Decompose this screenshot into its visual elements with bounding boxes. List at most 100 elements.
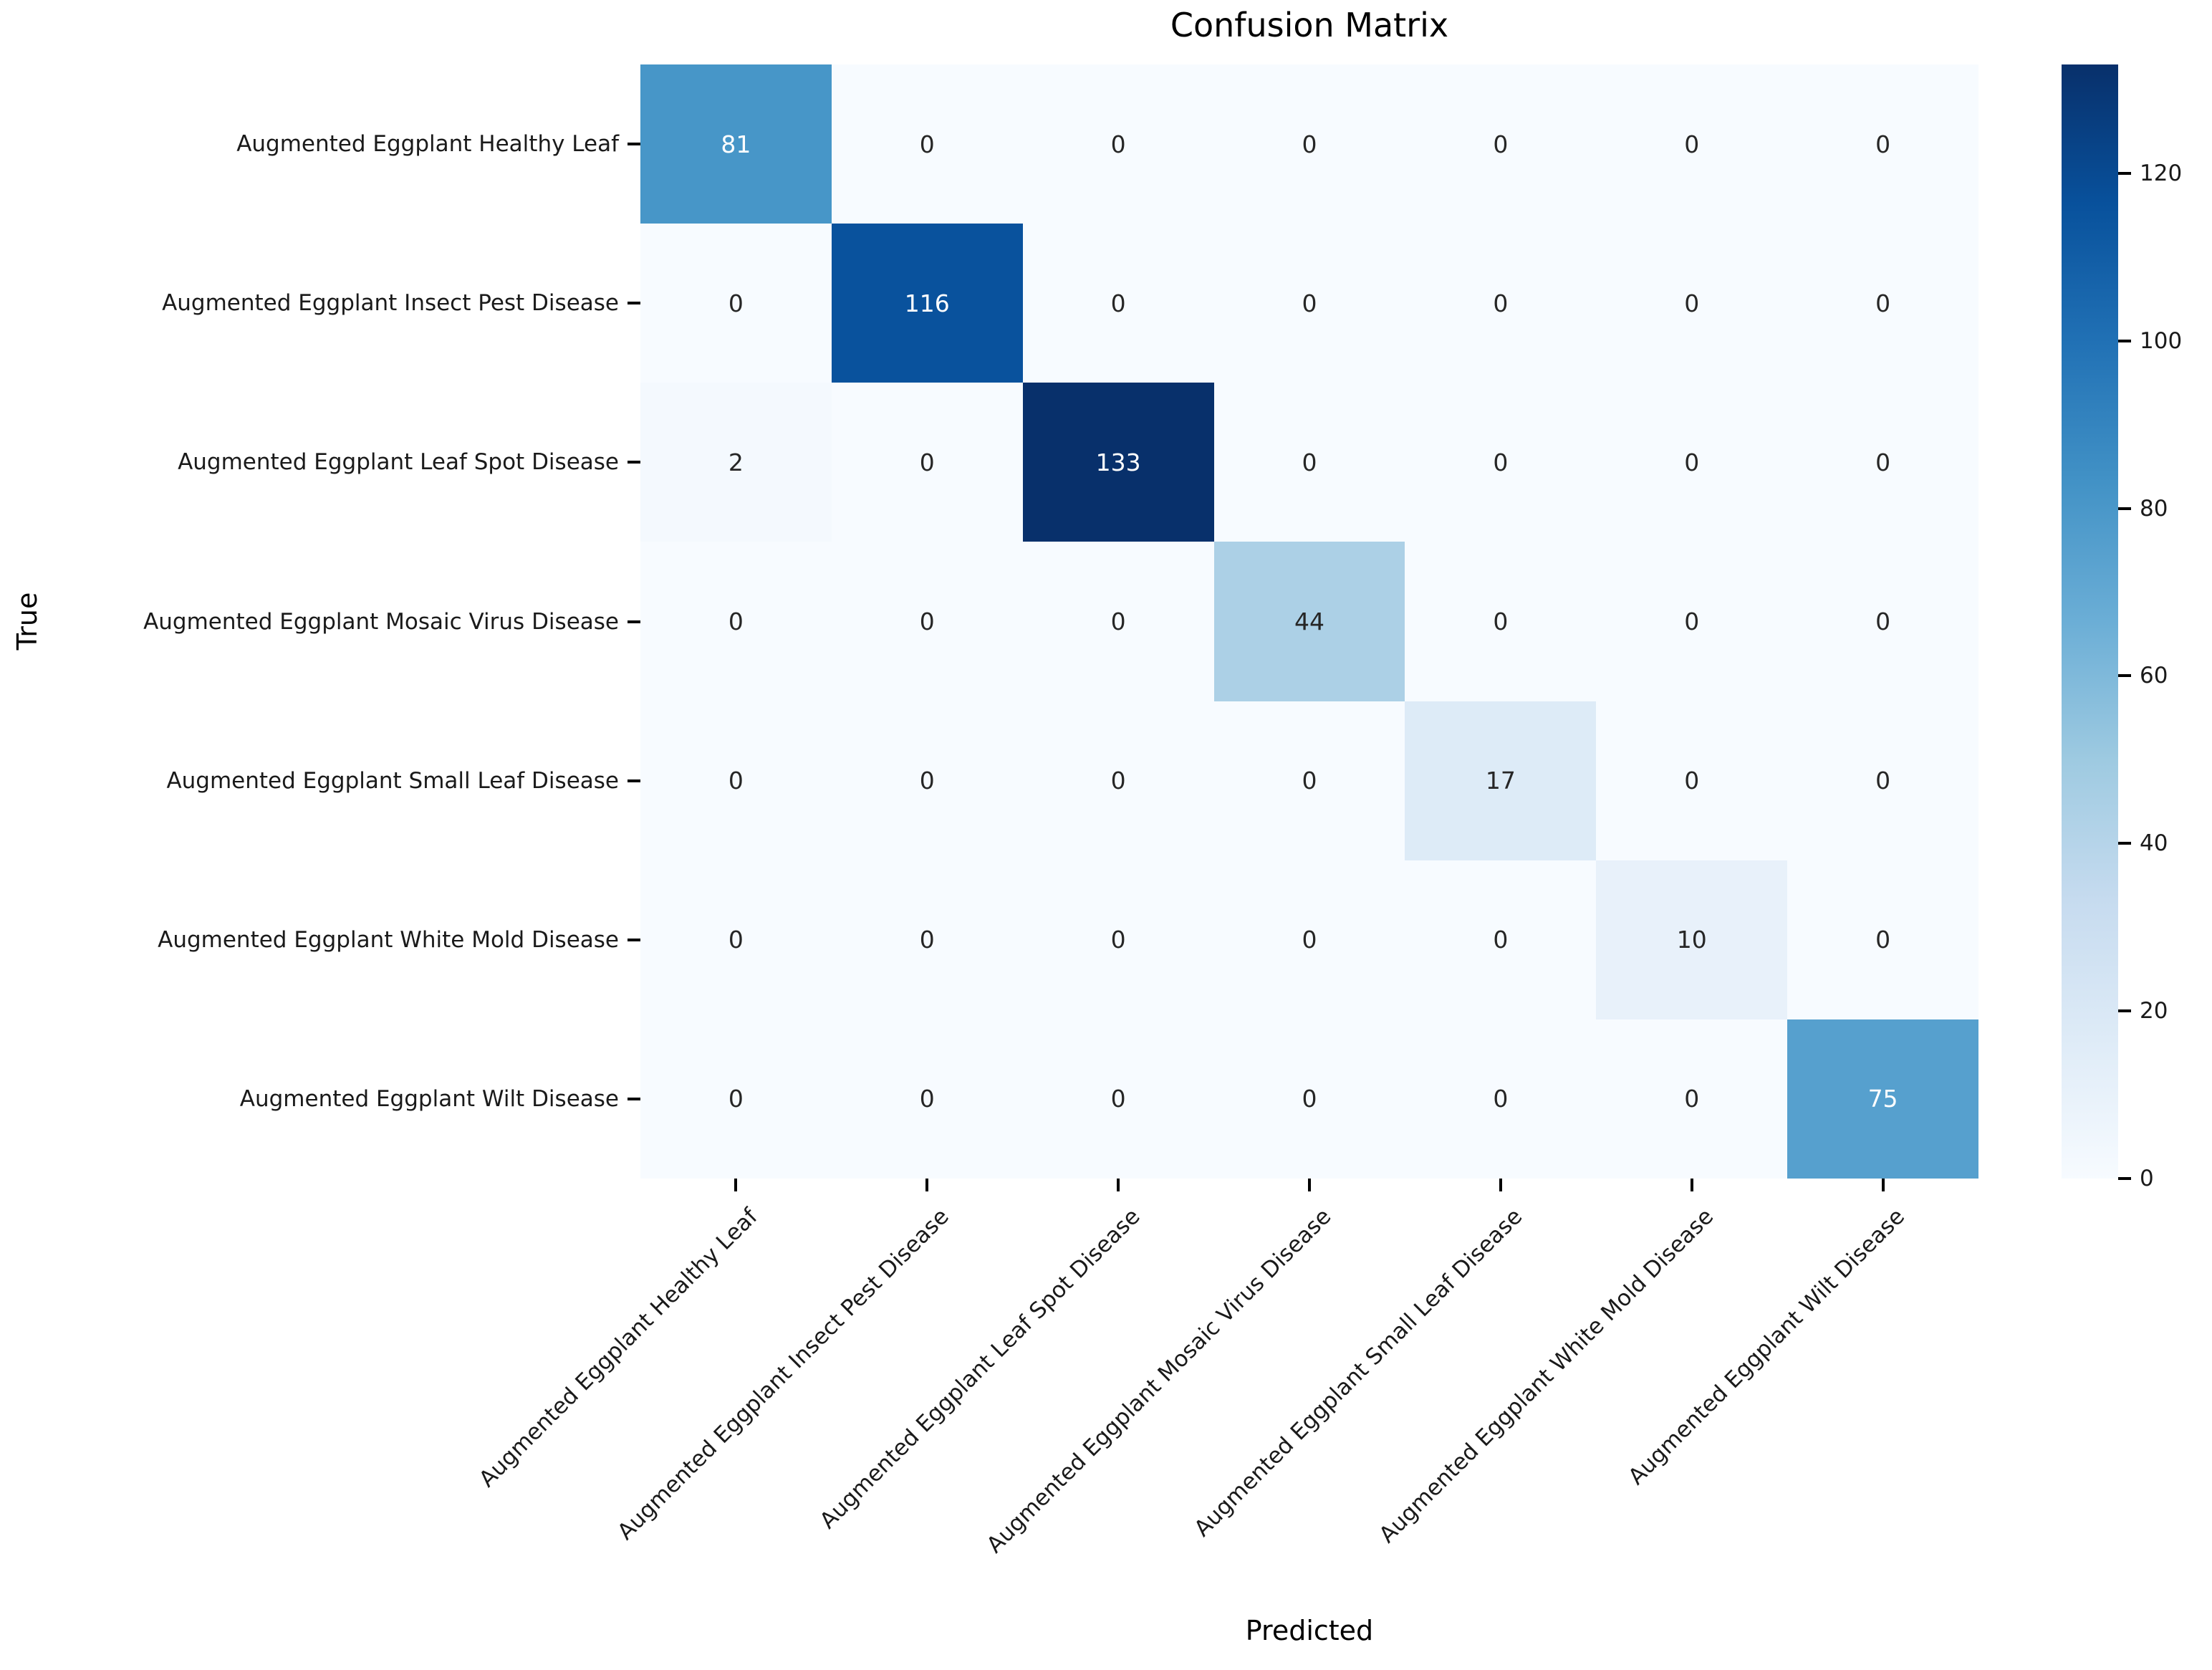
cell-value: 0 <box>1110 1085 1126 1113</box>
heatmap-cell: 0 <box>1213 701 1405 860</box>
cell-value: 0 <box>1684 289 1700 317</box>
colorbar-tick <box>2118 507 2131 510</box>
y-tick <box>627 1097 640 1100</box>
heatmap-cell: 0 <box>1213 860 1405 1019</box>
heatmap-cell: 0 <box>1405 383 1597 542</box>
colorbar-tick-label: 0 <box>2140 1166 2154 1191</box>
colorbar-tick <box>2118 339 2131 342</box>
heatmap-cell: 0 <box>1405 1019 1597 1179</box>
heatmap-cell: 0 <box>1405 64 1597 224</box>
heatmap-cell: 0 <box>1787 64 1978 224</box>
colorbar-tick-label: 120 <box>2140 160 2183 186</box>
y-tick <box>627 620 640 623</box>
cell-value: 0 <box>728 767 744 795</box>
chart-title: Confusion Matrix <box>1170 6 1449 44</box>
cell-value: 0 <box>919 926 935 954</box>
cell-value: 0 <box>1110 289 1126 317</box>
cell-value: 0 <box>1110 607 1126 635</box>
y-tick-label: Augmented Eggplant Insect Pest Disease <box>162 290 619 317</box>
x-tick-label: Augmented Eggplant Healthy Leaf <box>473 1204 763 1492</box>
cell-value: 116 <box>904 289 950 317</box>
cell-value: 0 <box>1110 767 1126 795</box>
x-tick <box>734 1179 738 1191</box>
heatmap-cell: 0 <box>831 701 1023 860</box>
heatmap-cell: 0 <box>1596 224 1788 383</box>
cell-value: 0 <box>1493 448 1509 476</box>
cell-value: 0 <box>1493 1085 1509 1113</box>
heatmap-cell: 10 <box>1596 860 1788 1019</box>
heatmap-cell: 0 <box>1213 1019 1405 1179</box>
heatmap-cell: 0 <box>1022 224 1214 383</box>
heatmap-cell: 0 <box>1405 224 1597 383</box>
colorbar-tick-label: 40 <box>2140 830 2168 857</box>
colorbar-tick <box>2118 674 2131 678</box>
cell-value: 133 <box>1095 448 1141 476</box>
x-tick <box>1690 1179 1693 1191</box>
heatmap-cell: 0 <box>1596 701 1788 860</box>
heatmap-cell: 0 <box>1022 701 1214 860</box>
y-tick <box>627 302 640 305</box>
y-tick-label: Augmented Eggplant Small Leaf Disease <box>166 767 619 794</box>
x-tick <box>1117 1179 1120 1191</box>
y-tick-label: Augmented Eggplant Leaf Spot Disease <box>178 449 619 476</box>
y-tick <box>627 938 640 941</box>
cell-value: 0 <box>919 607 935 635</box>
cell-value: 0 <box>1875 448 1891 476</box>
heatmap-cell: 0 <box>831 860 1023 1019</box>
cell-value: 0 <box>1493 130 1509 158</box>
cell-value: 0 <box>728 1085 744 1113</box>
heatmap-cell: 133 <box>1022 383 1214 542</box>
x-tick <box>925 1179 929 1191</box>
cell-value: 0 <box>1875 289 1891 317</box>
cell-value: 0 <box>728 289 744 317</box>
heatmap-cell: 0 <box>1787 224 1978 383</box>
heatmap-cell: 0 <box>831 542 1023 701</box>
y-tick <box>627 779 640 782</box>
colorbar-tick <box>2118 171 2131 175</box>
cell-value: 0 <box>1302 926 1317 954</box>
colorbar-tick-label: 60 <box>2140 663 2168 689</box>
y-tick-label: Augmented Eggplant Healthy Leaf <box>236 131 619 158</box>
heatmap-cell: 0 <box>1596 1019 1788 1179</box>
heatmap-cell: 0 <box>1787 701 1978 860</box>
cell-value: 0 <box>1875 767 1891 795</box>
cell-value: 0 <box>1110 130 1126 158</box>
heatmap-cell: 0 <box>1022 542 1214 701</box>
heatmap-cell: 0 <box>1787 542 1978 701</box>
cell-value: 0 <box>1110 926 1126 954</box>
heatmap-cell: 0 <box>1787 383 1978 542</box>
heatmap-cell: 0 <box>1213 383 1405 542</box>
colorbar-tick <box>2118 1177 2131 1180</box>
x-tick <box>1881 1179 1885 1191</box>
cell-value: 0 <box>1684 130 1700 158</box>
heatmap-cell: 17 <box>1405 701 1597 860</box>
colorbar-tick-label: 20 <box>2140 998 2168 1024</box>
y-tick-label: Augmented Eggplant Wilt Disease <box>239 1085 619 1112</box>
heatmap-cell: 0 <box>640 542 832 701</box>
cell-value: 0 <box>1493 926 1509 954</box>
heatmap-cell: 0 <box>640 224 832 383</box>
cell-value: 10 <box>1676 926 1707 954</box>
cell-value: 0 <box>728 607 744 635</box>
x-tick <box>1499 1179 1502 1191</box>
heatmap-cell: 0 <box>640 701 832 860</box>
colorbar-gradient <box>2062 64 2118 1179</box>
cell-value: 81 <box>721 130 751 158</box>
y-tick <box>627 461 640 464</box>
heatmap-cell: 0 <box>1213 64 1405 224</box>
cell-value: 0 <box>728 926 744 954</box>
heatmap-cell: 0 <box>1022 64 1214 224</box>
cell-value: 0 <box>1302 767 1317 795</box>
cell-value: 0 <box>1493 289 1509 317</box>
heatmap-cell: 81 <box>640 64 832 224</box>
heatmap-cell: 0 <box>640 860 832 1019</box>
y-tick-label: Augmented Eggplant White Mold Disease <box>158 926 619 953</box>
cell-value: 0 <box>1302 130 1317 158</box>
heatmap-cell: 0 <box>831 64 1023 224</box>
x-tick-label: Augmented Eggplant Small Leaf Disease <box>1189 1204 1528 1542</box>
cell-value: 0 <box>919 767 935 795</box>
cell-value: 0 <box>1875 130 1891 158</box>
colorbar-tick-label: 80 <box>2140 495 2168 522</box>
